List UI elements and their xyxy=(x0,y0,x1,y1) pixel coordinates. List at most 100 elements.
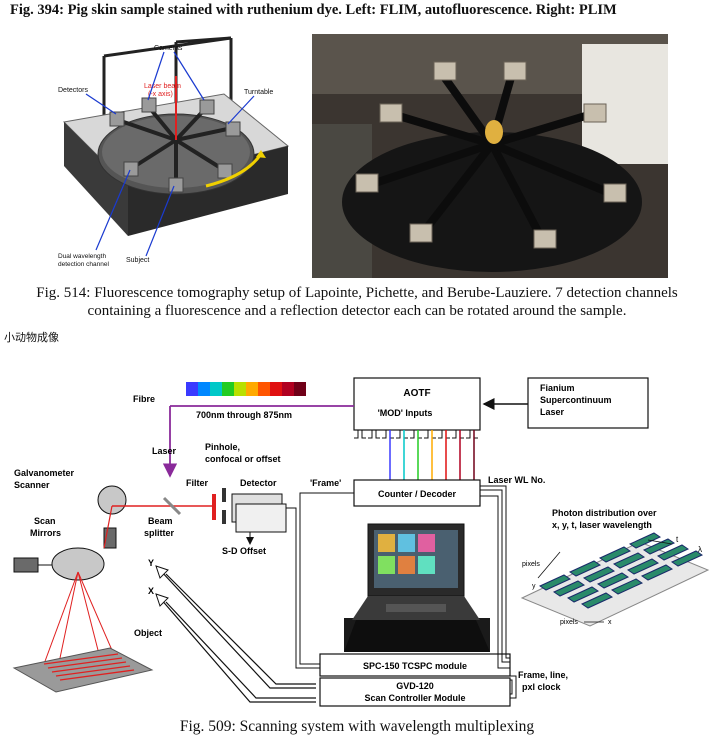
spc-module-label: SPC-150 TCSPC module xyxy=(363,661,467,671)
photon-tile xyxy=(640,564,674,581)
spectrum-block xyxy=(186,382,198,396)
spectrum-block xyxy=(282,382,294,396)
photon-tile xyxy=(568,560,602,577)
screen-tile xyxy=(398,534,415,552)
pinhole-lower xyxy=(222,510,226,524)
screen-tile xyxy=(378,556,395,574)
pinhole-label-2: confocal or offset xyxy=(205,454,281,464)
beam-splitter-label-2: splitter xyxy=(144,528,175,538)
tomography-setup-photo xyxy=(312,34,668,278)
photon-tile xyxy=(670,550,704,567)
scan-mirrors-label-2: Mirrors xyxy=(30,528,61,538)
fianium-label-2: Supercontinuum xyxy=(540,395,612,405)
galvo-label-1: Galvanometer xyxy=(14,468,75,478)
photon-tile xyxy=(538,574,572,591)
beam-splitter xyxy=(162,496,182,516)
spectrum-block xyxy=(258,382,270,396)
aotf-label: AOTF xyxy=(403,388,430,399)
photon-label-1: Photon distribution over xyxy=(552,508,657,518)
screen-tile xyxy=(418,534,435,552)
pinhole-upper xyxy=(222,488,226,502)
galvo-mirror-upper xyxy=(97,485,127,515)
label-cameras: Cameras xyxy=(154,45,183,52)
spectrum-block xyxy=(222,382,234,396)
spectrum-block xyxy=(246,382,258,396)
axis-y-short-label: y xyxy=(532,583,536,590)
counter-decoder-box xyxy=(353,479,481,507)
label-dual-channel: Dual wavelength xyxy=(58,253,106,260)
galvo-motor-2 xyxy=(13,557,39,573)
axis-pixels-x-label: pixels xyxy=(560,619,578,626)
laser-wl-label: Laser WL No. xyxy=(488,475,545,485)
frame-line-label-2: pxl clock xyxy=(522,682,562,692)
aotf-box xyxy=(353,377,481,431)
fianium-label-3: Laser xyxy=(540,407,565,417)
spectrum-block xyxy=(210,382,222,396)
section-label: 小动物成像 xyxy=(4,331,59,344)
axis-lambda-label: λ xyxy=(698,545,702,554)
frame-label: 'Frame' xyxy=(310,478,341,488)
fibre-label: Fibre xyxy=(133,394,155,404)
wavelength-range-label: 700nm through 875nm xyxy=(196,410,292,420)
label-axis: (-x axis) xyxy=(148,91,173,98)
spectrum-block xyxy=(294,382,306,396)
mod-inputs-label: 'MOD' Inputs xyxy=(378,408,433,418)
axis-x-short-label: x xyxy=(608,619,612,626)
axis-t-label: t xyxy=(676,535,679,544)
galvo-label-2: Scanner xyxy=(14,480,50,490)
x-signal-label: X xyxy=(148,586,154,596)
counter-decoder-label: Counter / Decoder xyxy=(378,489,457,499)
photon-tile xyxy=(656,544,690,561)
scan-mirror-lower xyxy=(51,547,105,581)
detector-offset-box xyxy=(235,503,287,533)
fig509-caption: Fig. 509: Scanning system with wavelengt… xyxy=(179,718,535,735)
label-turntable: Turntable xyxy=(244,89,273,96)
filter-label: Filter xyxy=(186,478,209,488)
fianium-label-1: Fianium xyxy=(540,383,575,393)
photon-tile xyxy=(582,566,616,583)
photon-tile xyxy=(628,532,662,549)
photon-tile xyxy=(580,592,614,609)
spectrum-block xyxy=(234,382,246,396)
photon-tile xyxy=(566,586,600,603)
axis-pixels-y-label: pixels xyxy=(522,561,540,568)
screen-tile xyxy=(418,556,435,574)
gvd-module-label-2: Scan Controller Module xyxy=(364,693,465,703)
screen-tile xyxy=(398,556,415,574)
screen-tile xyxy=(378,534,395,552)
modulation-signals xyxy=(354,429,478,480)
laser-label: Laser xyxy=(152,446,177,456)
spectrum-block xyxy=(198,382,210,396)
gvd-module-box xyxy=(319,677,511,707)
scan-mirrors-label-1: Scan xyxy=(34,516,56,526)
pinhole-label-1: Pinhole, xyxy=(205,442,240,452)
wavelength-spectrum-bar xyxy=(186,382,306,396)
label-laser-beam: Laser beam xyxy=(144,83,181,90)
y-signal-label: Y xyxy=(148,558,154,568)
photon-tile xyxy=(598,546,632,563)
gvd-module-label-1: GVD-120 xyxy=(396,681,434,691)
photon-tile xyxy=(626,558,660,575)
beam-splitter-label-1: Beam xyxy=(148,516,173,526)
detector-label: Detector xyxy=(240,478,277,488)
photon-label-2: x, y, t, laser wavelength xyxy=(552,520,652,530)
spc-module-box xyxy=(319,653,511,677)
photon-tile xyxy=(552,580,586,597)
filter-element xyxy=(212,494,216,520)
photon-distribution-grid xyxy=(520,541,710,627)
photon-tile xyxy=(610,578,644,595)
label-dual-channel-2: detection channel xyxy=(58,261,110,268)
fig514-caption: Fig. 514: Fluorescence tomography setup … xyxy=(36,285,678,319)
scanning-system-diagram: AOTF 'MOD' Inputs Fianium Supercontinuum… xyxy=(12,377,710,707)
fig394-caption: Fig. 394: Pig skin sample stained with r… xyxy=(10,2,617,18)
tomography-setup-render: Cameras Detectors Laser beam (-x axis) T… xyxy=(56,36,296,274)
spectrum-block xyxy=(270,382,282,396)
fianium-laser-box xyxy=(527,377,649,429)
frame-line-label-1: Frame, line, xyxy=(518,670,568,680)
photon-tile xyxy=(596,572,630,589)
label-detectors: Detectors xyxy=(58,87,88,94)
object-label: Object xyxy=(134,628,162,638)
label-subject: Subject xyxy=(126,257,149,264)
sd-offset-label: S-D Offset xyxy=(222,546,266,556)
photon-tile xyxy=(612,552,646,569)
